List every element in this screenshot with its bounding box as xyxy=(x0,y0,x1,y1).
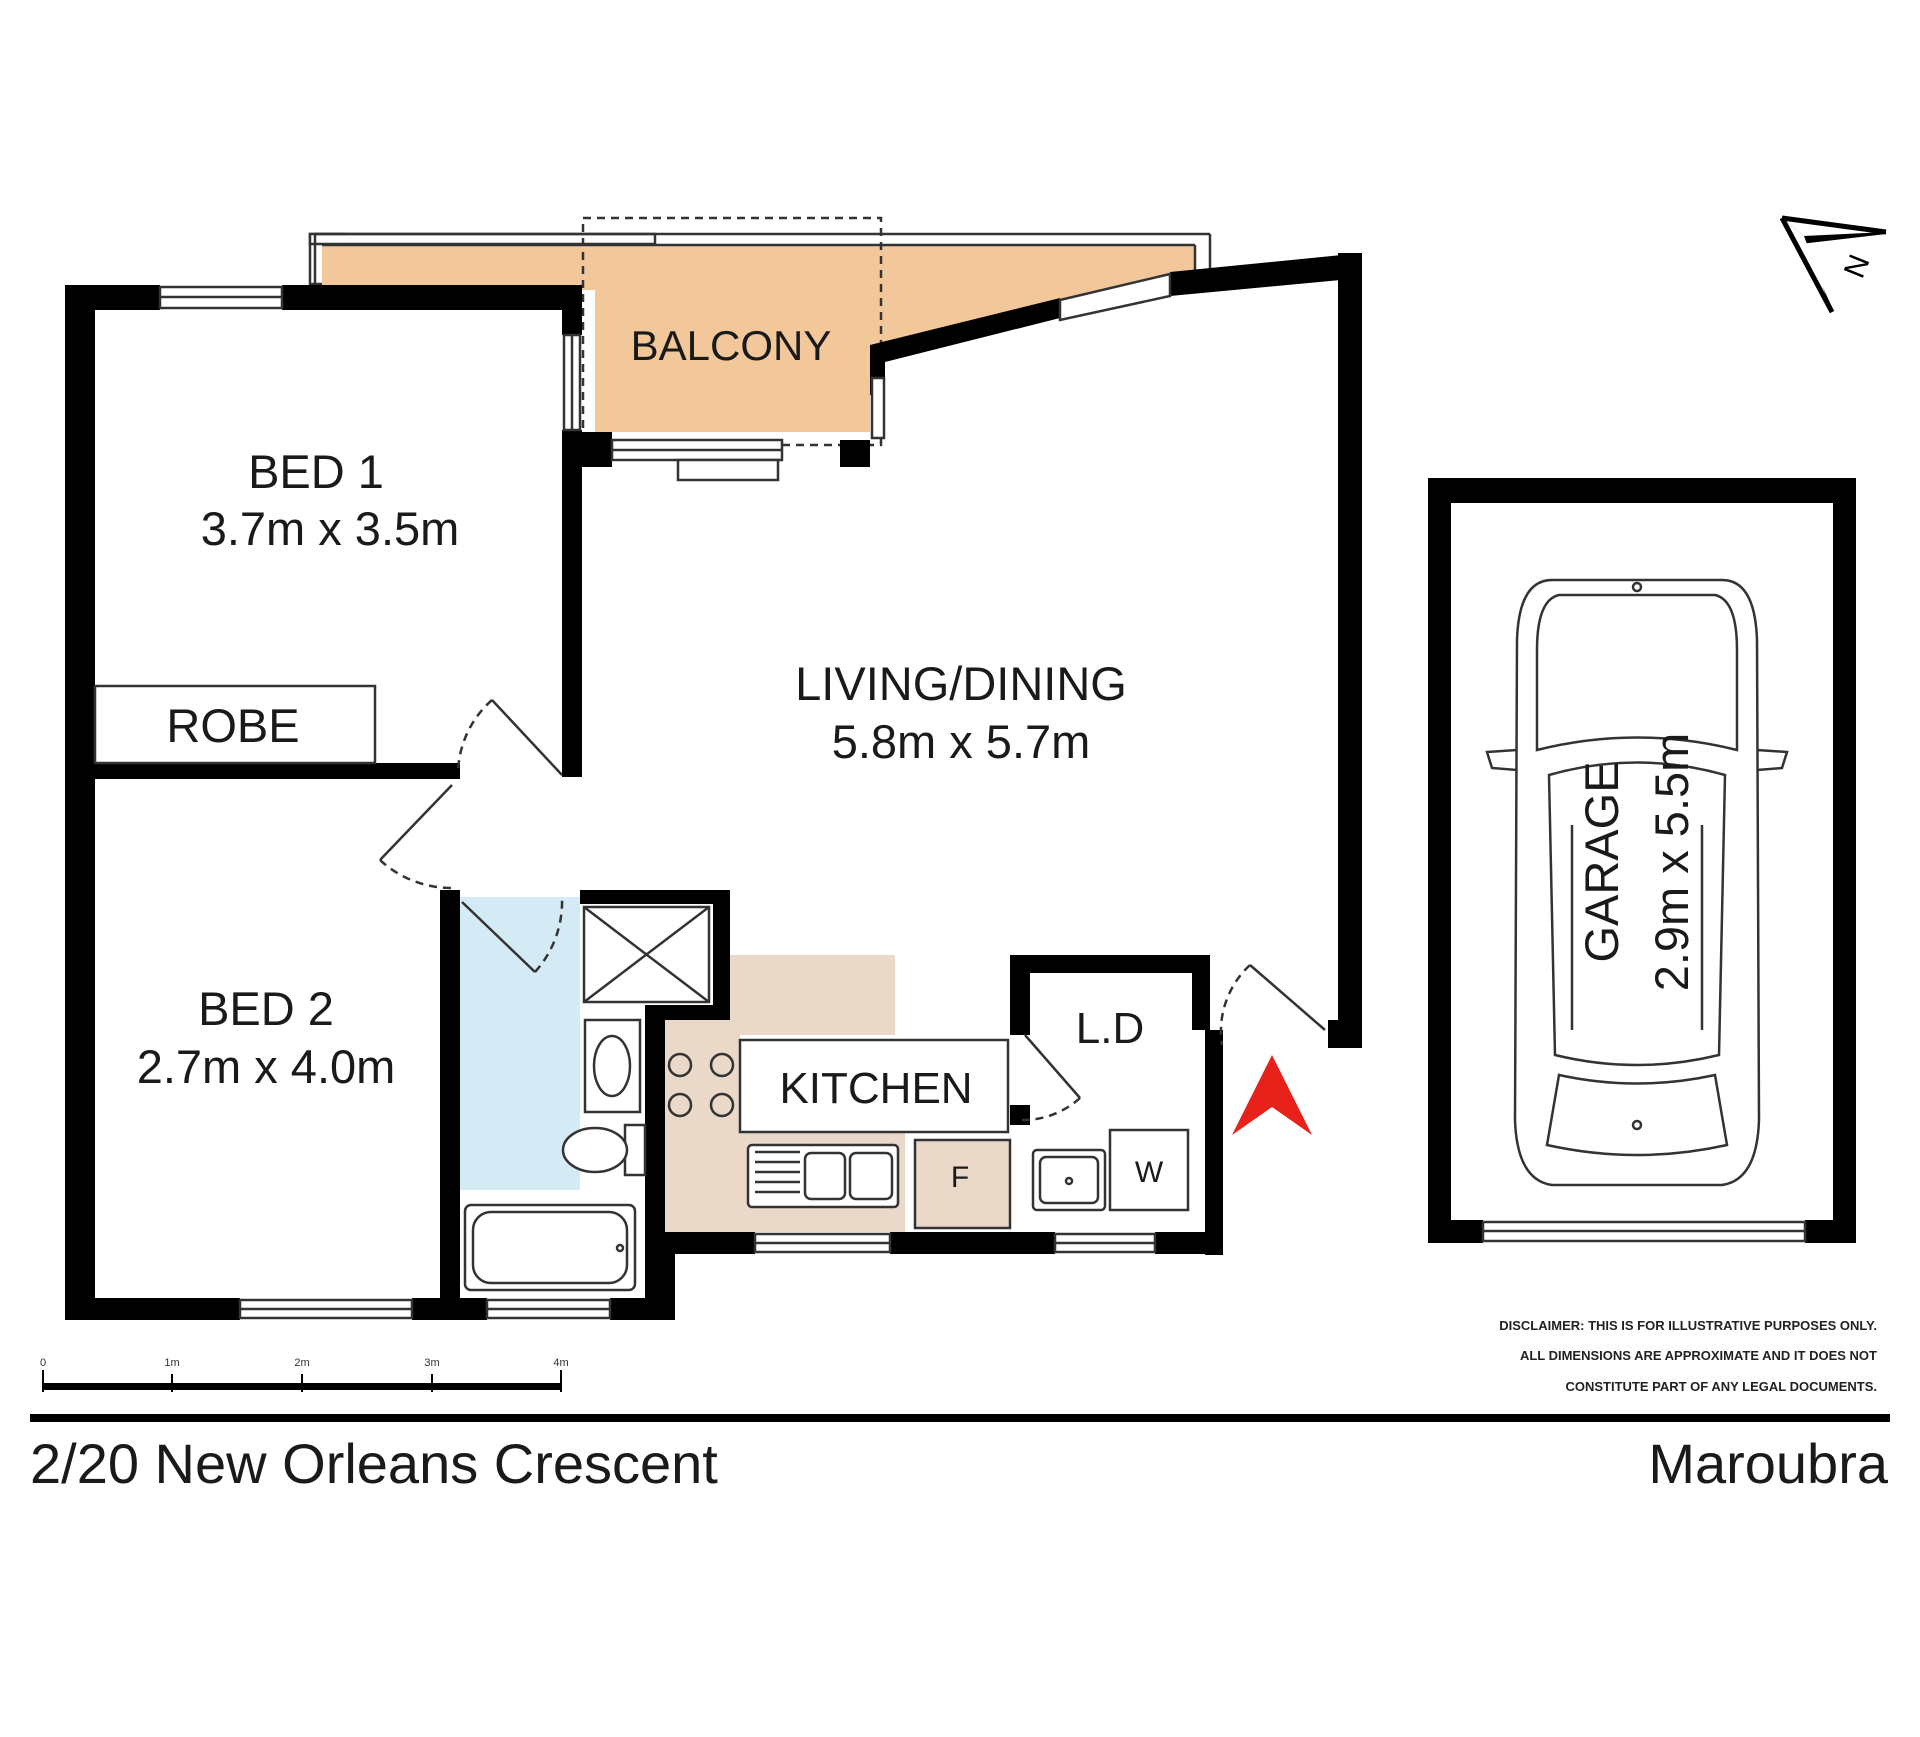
bed2-label: BED 2 xyxy=(198,982,334,1035)
fridge-space xyxy=(913,1138,1012,1230)
compass-letter: N xyxy=(1838,250,1877,282)
disclaimer-line-1: DISCLAIMER: THIS IS FOR ILLUSTRATIVE PUR… xyxy=(1499,1318,1877,1333)
balcony-label: BALCONY xyxy=(631,322,832,369)
garage-label: GARAGE xyxy=(1575,761,1628,962)
laundry-fixtures: W L.D xyxy=(1031,1004,1190,1212)
robe-label: ROBE xyxy=(166,699,299,752)
disclaimer: DISCLAIMER: THIS IS FOR ILLUSTRATIVE PUR… xyxy=(1499,1318,1877,1394)
fridge-label: F xyxy=(951,1161,969,1194)
garage-dims: 2.9m x 5.5m xyxy=(1645,733,1698,992)
entry-arrow-icon xyxy=(1232,1055,1312,1135)
bathtub xyxy=(463,1203,637,1292)
bathroom-fixtures xyxy=(463,905,711,1292)
scale-tick-3: 3m xyxy=(424,1357,439,1369)
laundry-tub xyxy=(1031,1148,1107,1212)
balcony-area xyxy=(308,216,1212,447)
cooktop xyxy=(667,1052,735,1118)
washer-space xyxy=(1108,1128,1190,1212)
disclaimer-line-2: ALL DIMENSIONS ARE APPROXIMATE AND IT DO… xyxy=(1520,1348,1877,1363)
laundry-label: L.D xyxy=(1076,1004,1144,1053)
washer-label: W xyxy=(1135,1156,1164,1189)
scale-tick-2: 2m xyxy=(294,1357,309,1369)
kitchen-bench-top xyxy=(725,955,895,1035)
car-icon xyxy=(1485,578,1789,1187)
living-dims: 5.8m x 5.7m xyxy=(832,715,1091,768)
walls xyxy=(65,253,1856,1320)
kitchen-label: KITCHEN xyxy=(779,1064,972,1113)
scale-tick-4: 4m xyxy=(553,1357,568,1369)
kitchen-cooktop-bench xyxy=(665,1020,740,1232)
kitchen-fixtures: F KITCHEN xyxy=(667,1038,1010,1209)
bed1-dims: 3.7m x 3.5m xyxy=(201,502,460,555)
scale-tick-0: 0 xyxy=(40,1357,46,1369)
windows xyxy=(158,272,1807,1320)
toilet xyxy=(561,1123,647,1177)
north-compass-icon: N xyxy=(1779,215,1887,314)
disclaimer-line-3: CONSTITUTE PART OF ANY LEGAL DOCUMENTS. xyxy=(1565,1379,1877,1394)
footer-address: 2/20 New Orleans Crescent xyxy=(30,1432,718,1495)
doors xyxy=(379,699,1326,1122)
living-label: LIVING/DINING xyxy=(795,657,1127,710)
bed1-label: BED 1 xyxy=(248,445,384,498)
robe-cabinet xyxy=(93,684,377,765)
bathroom-floor xyxy=(458,897,580,1190)
footer-suburb: Maroubra xyxy=(1648,1432,1889,1495)
footer-rule xyxy=(30,1414,1890,1422)
kitchen-sink xyxy=(746,1143,900,1209)
bed2-dims: 2.7m x 4.0m xyxy=(137,1040,396,1093)
scale-bar: 0 1m 2m 3m 4m xyxy=(40,1357,569,1392)
scale-tick-1: 1m xyxy=(164,1357,179,1369)
